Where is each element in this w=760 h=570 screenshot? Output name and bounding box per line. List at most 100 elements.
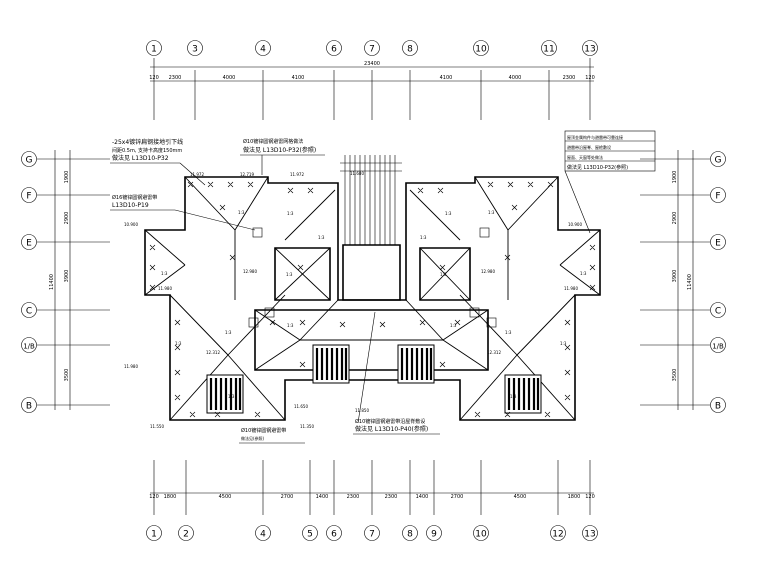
dimension-total-top: 23400: [364, 61, 380, 67]
dimension-text: 2300: [169, 75, 182, 81]
dimension-text: 120: [149, 75, 159, 81]
roof-ridges: [144, 176, 601, 421]
note-right-line3: 屋面、天窗等处做法: [567, 154, 603, 160]
slope-label: 1:3: [287, 323, 294, 328]
axis-bubble: F: [26, 192, 31, 202]
vent: [206, 374, 244, 414]
note-down-conductor-ref: 做法见 L13D10-P32: [112, 154, 169, 162]
note-right-line1: 屋顶金属构件与避雷带可靠连接: [567, 134, 623, 140]
elevation-labels: 11.972 12.719 11.972 10.900 11.980 11.98…: [124, 171, 582, 429]
slope-label: 1:3: [450, 323, 457, 328]
axis-bubble: 4: [260, 530, 266, 540]
axis-bubble: 6: [331, 45, 337, 55]
stair-treads: [340, 155, 402, 245]
slope-label: 1:3: [225, 330, 232, 335]
elevation-label: 12.312: [487, 350, 501, 355]
slope-label: 1:3: [560, 341, 567, 346]
note-phi16-ref: L13D10-P19: [112, 202, 149, 209]
elevation-label: 11.680: [350, 171, 364, 176]
dimension-text: 2700: [451, 494, 464, 500]
dimension-total-right: 11400: [687, 274, 693, 290]
dimension-text: 4100: [440, 75, 453, 81]
axis-bubble: B: [715, 402, 721, 412]
axis-bubble: 3: [192, 45, 198, 55]
axis-bubble: 12: [552, 530, 563, 540]
vent: [397, 344, 435, 384]
dimension-total-left: 11400: [49, 274, 55, 290]
dimension-text: 4500: [514, 494, 527, 500]
left-axis-group: G F E C 1/B B 11400 1900 2900 3900 3500: [21, 150, 110, 413]
axis-bubble: 10: [475, 530, 487, 540]
top-dimension-chain: 23400 120 2300 4000 4100 4100 4000 2300 …: [149, 58, 595, 120]
note-down-conductor-title: -25x4镀锌扁钢接地引下线: [112, 138, 183, 146]
vent: [504, 374, 542, 414]
dimension-text: 3500: [64, 369, 70, 382]
elevation-label: 11.972: [290, 172, 304, 177]
dimension-text: 120: [585, 75, 595, 81]
dimension-text: 4000: [223, 75, 236, 81]
axis-bubble: 1: [151, 530, 157, 540]
dimension-text: 2300: [347, 494, 360, 500]
dimension-text: 3900: [64, 270, 70, 283]
elevation-label: 11.980: [564, 286, 578, 291]
elevation-label: 12.719: [240, 172, 254, 177]
elevation-label: 11.972: [190, 172, 204, 177]
axis-bubble: G: [715, 156, 722, 166]
elevation-label: 11.350: [300, 424, 314, 429]
axis-bubble: E: [26, 239, 32, 249]
dimension-text: 4100: [292, 75, 305, 81]
axis-bubble: 13: [584, 530, 595, 540]
axis-bubble: 11: [543, 45, 554, 55]
dimension-text: 2900: [64, 212, 70, 225]
slope-label: 1:3: [228, 394, 235, 399]
top-axis-group: 1 3 4 6 7 8 10 11 13: [146, 40, 598, 56]
dimension-text: 2700: [281, 494, 294, 500]
axis-bubble: 7: [369, 530, 375, 540]
axis-bubble: 2: [183, 530, 189, 540]
axis-bubble: 10: [475, 45, 487, 55]
note-mesh-title: Ø10镀锌圆钢避雷网格做法: [243, 138, 303, 145]
axis-bubble: E: [715, 239, 721, 249]
axis-bubble: 8: [407, 530, 413, 540]
dimension-text: 3500: [672, 369, 678, 382]
axis-bubble: C: [26, 307, 32, 317]
note-bottom-left-ref: 做法见(参照): [241, 435, 265, 441]
slope-labels: 1:3 1:3 1:3 1:3 1:3 1:3 1:3 1:3 1:3 1:3 …: [161, 210, 587, 399]
dimension-text: 120: [585, 494, 595, 500]
note-ridge-ref: 做法见 L13D10-P40(参照): [355, 425, 428, 433]
note-right-ref: 做法见 L13D10-P32(参照): [567, 164, 628, 171]
dimension-text: 1400: [416, 494, 429, 500]
elevation-label: 10.900: [124, 222, 138, 227]
elevation-label: 11.650: [294, 404, 308, 409]
bottom-dimension-chain: 120 1800 4500 2700 1400 2300 2300 1400 2…: [149, 460, 595, 515]
axis-bubble: 13: [584, 45, 595, 55]
dimension-text: 3900: [672, 270, 678, 283]
axis-bubble: 4: [260, 45, 266, 55]
slope-label: 1:3: [287, 211, 294, 216]
axis-bubble: 6: [331, 530, 337, 540]
axis-bubble: B: [26, 402, 32, 412]
slope-label: 1:3: [580, 271, 587, 276]
elevation-label: 11.850: [355, 408, 369, 413]
note-down-conductor-spacing: 间距0.5m, 支持卡高度150mm: [112, 147, 182, 154]
dimension-text: 1800: [568, 494, 581, 500]
note-right-line2: 避雷带沿屋脊、屋檐敷设: [567, 144, 611, 150]
axis-bubble: C: [715, 307, 721, 317]
elevation-label: 12.312: [206, 350, 220, 355]
bottom-axis-group: 1 2 4 5 6 7 8 9 10 12 13: [146, 525, 598, 541]
dimension-text: 1400: [316, 494, 329, 500]
axis-bubble: 1: [151, 45, 157, 55]
dimension-text: 2300: [385, 494, 398, 500]
dimension-text: 120: [149, 494, 159, 500]
note-ridge-title: Ø10镀锌圆钢避雷带沿屋脊敷设: [355, 418, 425, 425]
axis-bubble: 1/B: [23, 343, 35, 351]
elevation-label: 11.980: [158, 286, 172, 291]
roof-vents: [206, 344, 542, 414]
slope-label: 1:3: [488, 210, 495, 215]
down-conductor-boxes: [248, 227, 497, 328]
axis-bubble: 5: [307, 530, 313, 540]
dimension-text: 2300: [563, 75, 576, 81]
dimension-text: 4500: [219, 494, 232, 500]
axis-bubble: 8: [407, 45, 413, 55]
